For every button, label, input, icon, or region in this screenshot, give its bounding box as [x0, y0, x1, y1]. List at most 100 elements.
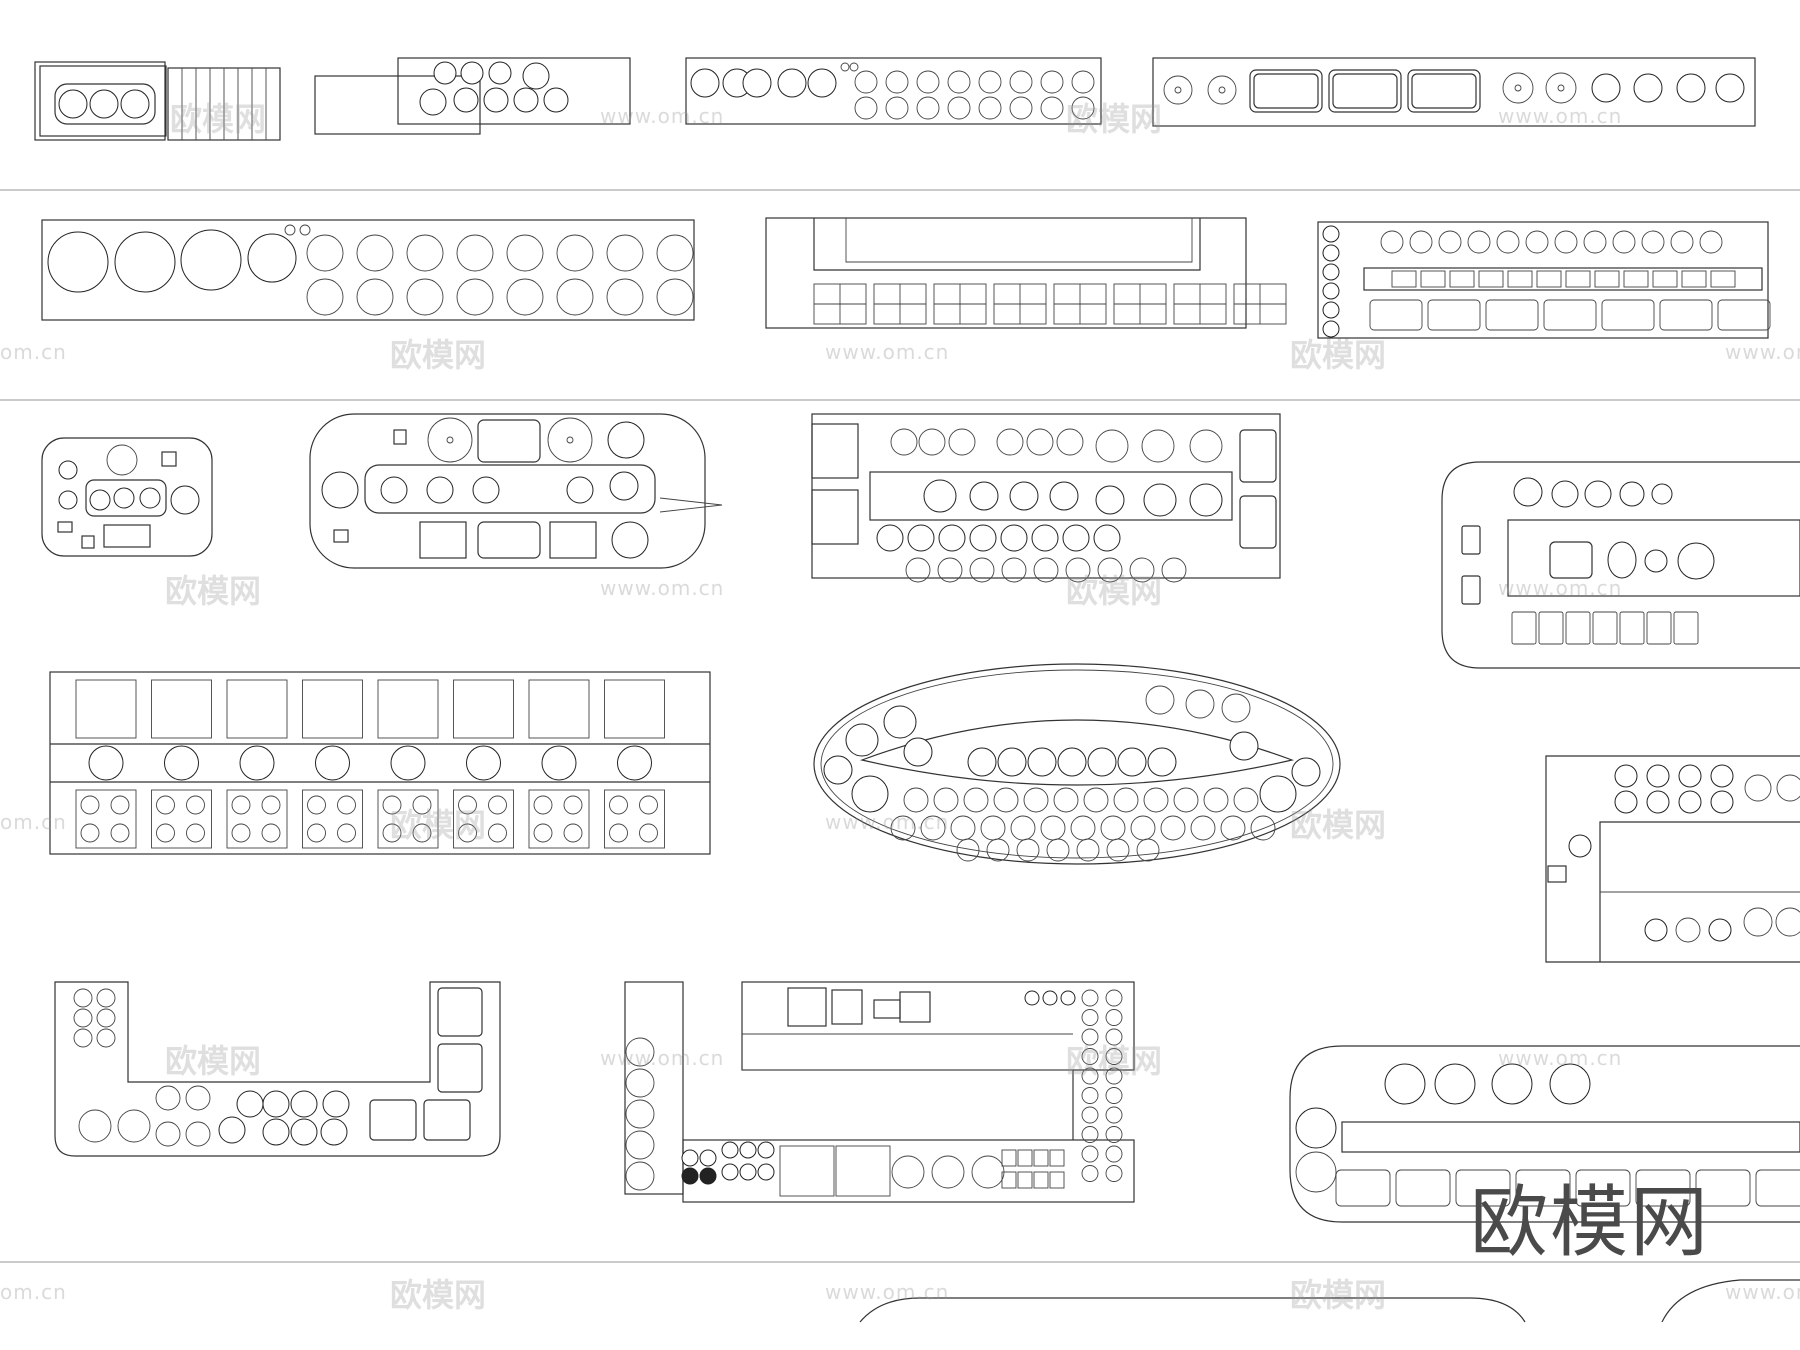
bowl-circle — [1105, 1106, 1123, 1124]
counter-r3-d — [1441, 461, 1800, 669]
burner-module — [604, 789, 665, 849]
pot-circle — [1189, 429, 1223, 463]
food-plate-icon — [1322, 282, 1340, 300]
bowl-circle — [950, 815, 976, 841]
bowl-circle — [1105, 1165, 1123, 1182]
tray — [1592, 611, 1618, 645]
rectangular-pan-icon — [1455, 1169, 1511, 1207]
bowl-circle — [606, 278, 644, 316]
burner-module — [302, 789, 363, 849]
burner-module — [377, 789, 439, 849]
bowl-circle — [231, 823, 251, 843]
counter-r4-c — [1545, 755, 1800, 963]
bowl-circle — [1081, 1067, 1099, 1085]
food-plate-icon — [1024, 990, 1040, 1006]
tray — [1017, 1171, 1033, 1189]
round-pot-icon — [971, 1155, 1005, 1189]
food-plate-icon — [390, 745, 426, 781]
food-plate-icon — [1042, 990, 1058, 1006]
bowl-circle — [261, 823, 281, 843]
tray — [1619, 611, 1645, 645]
box — [604, 679, 665, 739]
counter-r2-a — [41, 219, 695, 321]
counter-r1-b — [314, 57, 631, 135]
food-plate-icon — [1093, 524, 1121, 552]
round-pot-icon — [625, 1037, 655, 1067]
pot-circle — [890, 428, 918, 456]
bowl-circle — [488, 823, 507, 843]
counter-r4-a — [49, 671, 711, 855]
food-plate-icon — [466, 745, 501, 781]
tray — [1681, 270, 1707, 288]
burner-module — [528, 789, 590, 849]
bowl-circle — [1081, 1087, 1099, 1104]
bowl-circle — [356, 278, 394, 316]
tray — [1511, 611, 1537, 645]
bowl-circle — [854, 70, 878, 94]
bowl-circle — [1105, 1145, 1123, 1163]
tray — [1538, 611, 1564, 645]
rectangular-pan-icon — [1717, 299, 1771, 331]
bowl-circle — [656, 278, 694, 316]
bowl-circle — [1040, 815, 1066, 841]
bowl-circle — [1105, 1048, 1123, 1065]
tray — [1565, 611, 1591, 645]
burner-module — [75, 789, 137, 849]
bowl-circle — [1016, 838, 1040, 862]
bowl-circle — [993, 787, 1019, 813]
bowl-circle — [1040, 96, 1064, 120]
food-plate-icon — [1057, 747, 1087, 777]
row-separators — [0, 189, 1800, 1263]
bowl-circle — [458, 795, 477, 815]
bowl-circle — [1160, 815, 1186, 841]
bowl-circle — [969, 557, 995, 583]
food-plate-icon — [1322, 263, 1340, 281]
bowl-circle — [1009, 96, 1033, 120]
burner-module — [453, 789, 514, 849]
bowl-circle — [1081, 1009, 1099, 1026]
food-plate-icon — [1060, 990, 1076, 1006]
food-plate-icon — [967, 747, 997, 777]
pot-circle — [1095, 429, 1129, 463]
bowl-circle — [556, 278, 594, 316]
bowl-circle — [1113, 787, 1139, 813]
bowl-circle — [885, 96, 909, 120]
counter-r5-a — [54, 981, 501, 1157]
tray — [1673, 611, 1699, 645]
rectangular-pan-icon — [1695, 1169, 1751, 1207]
bowl-circle — [947, 96, 971, 120]
food-plate-icon — [88, 745, 124, 781]
tray — [1420, 270, 1446, 288]
burner-module — [151, 789, 212, 849]
bowl-circle — [533, 795, 553, 815]
rectangular-pan-icon — [1335, 1169, 1391, 1207]
bowl-circle — [556, 234, 594, 272]
bowl-circle — [609, 823, 628, 843]
box — [453, 679, 514, 739]
food-plate-icon — [1087, 747, 1117, 777]
tray — [1033, 1171, 1049, 1189]
bowl-circle — [1173, 787, 1199, 813]
tray — [1001, 1171, 1017, 1189]
counter-r4-b — [813, 663, 1341, 865]
bowl-circle — [1081, 989, 1099, 1007]
food-plate-icon — [681, 1167, 699, 1185]
bowl-circle — [533, 823, 553, 843]
food-plate-icon — [1031, 524, 1059, 552]
bowl-circle — [1105, 1067, 1123, 1085]
round-pot-icon — [931, 1155, 965, 1189]
bowl-circle — [337, 823, 356, 843]
burner-module — [226, 789, 288, 849]
counter-r3-c — [811, 413, 1281, 583]
counter-r5-b — [624, 981, 1135, 1203]
bowl-circle — [947, 70, 971, 94]
rectangular-pan-icon — [779, 1145, 835, 1197]
rectangular-pan-icon — [1601, 299, 1655, 331]
bowl-circle — [231, 795, 251, 815]
bowl-circle — [1081, 1165, 1099, 1182]
bowl-circle — [488, 795, 507, 815]
bowl-circle — [80, 823, 100, 843]
pot-circle — [1056, 428, 1084, 456]
rectangular-pan-icon — [1755, 1169, 1800, 1207]
